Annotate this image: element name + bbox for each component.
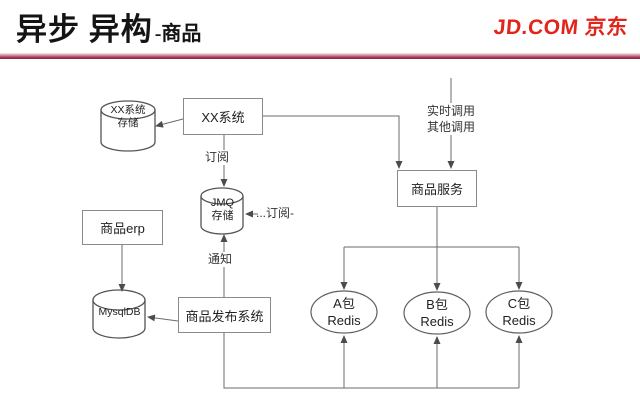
notify-label: 通知	[206, 252, 235, 267]
jmq-label: JMQ 存储	[210, 197, 235, 222]
arrow-xxsystem-to-storage	[155, 118, 184, 128]
redis-c-label: C包 Redis	[502, 296, 536, 328]
mysql-label: MysqlDB	[98, 306, 141, 318]
jmq-cylinder	[200, 187, 244, 235]
realtime-call-label: 实时调用	[427, 104, 476, 118]
redis-a-ellipse	[310, 290, 378, 334]
erp-label: 商品erp	[100, 221, 145, 236]
xx-storage-label: XX系统 存储	[110, 104, 146, 129]
calls-label: 实时调用 其他调用	[425, 103, 478, 135]
subscribe-others-label: ...订阅-	[256, 206, 294, 220]
service-label: 商品服务	[410, 182, 463, 197]
title-suffix: -商品	[154, 23, 202, 45]
subscribe-label: 订阅	[203, 150, 232, 165]
publish-label: 商品发布系统	[185, 308, 264, 324]
redis-c-ellipse	[485, 290, 553, 334]
arrow-publish-to-mysql	[147, 314, 179, 322]
other-call-label: 其他调用	[427, 120, 476, 134]
redis-b-label: B包 Redis	[420, 297, 454, 329]
page-title: 异步 异构 -商品	[16, 4, 201, 49]
xx-system-box: XX系统	[183, 98, 263, 135]
redis-b-ellipse	[403, 291, 471, 335]
title-main: 异步 异构	[16, 12, 153, 47]
arrow-xxsystem-to-service	[263, 115, 403, 169]
mysql-cylinder	[92, 289, 146, 339]
publish-box: 商品发布系统	[178, 297, 271, 333]
redis-a-label: A包 Redis	[327, 296, 361, 328]
erp-box: 商品erp	[82, 210, 163, 245]
service-box: 商品服务	[397, 170, 477, 207]
header-divider	[0, 53, 640, 59]
xx-system-label: XX系统	[201, 110, 245, 125]
xx-storage-cylinder	[100, 100, 156, 152]
line-publish-to-bottom-rail	[223, 333, 519, 389]
